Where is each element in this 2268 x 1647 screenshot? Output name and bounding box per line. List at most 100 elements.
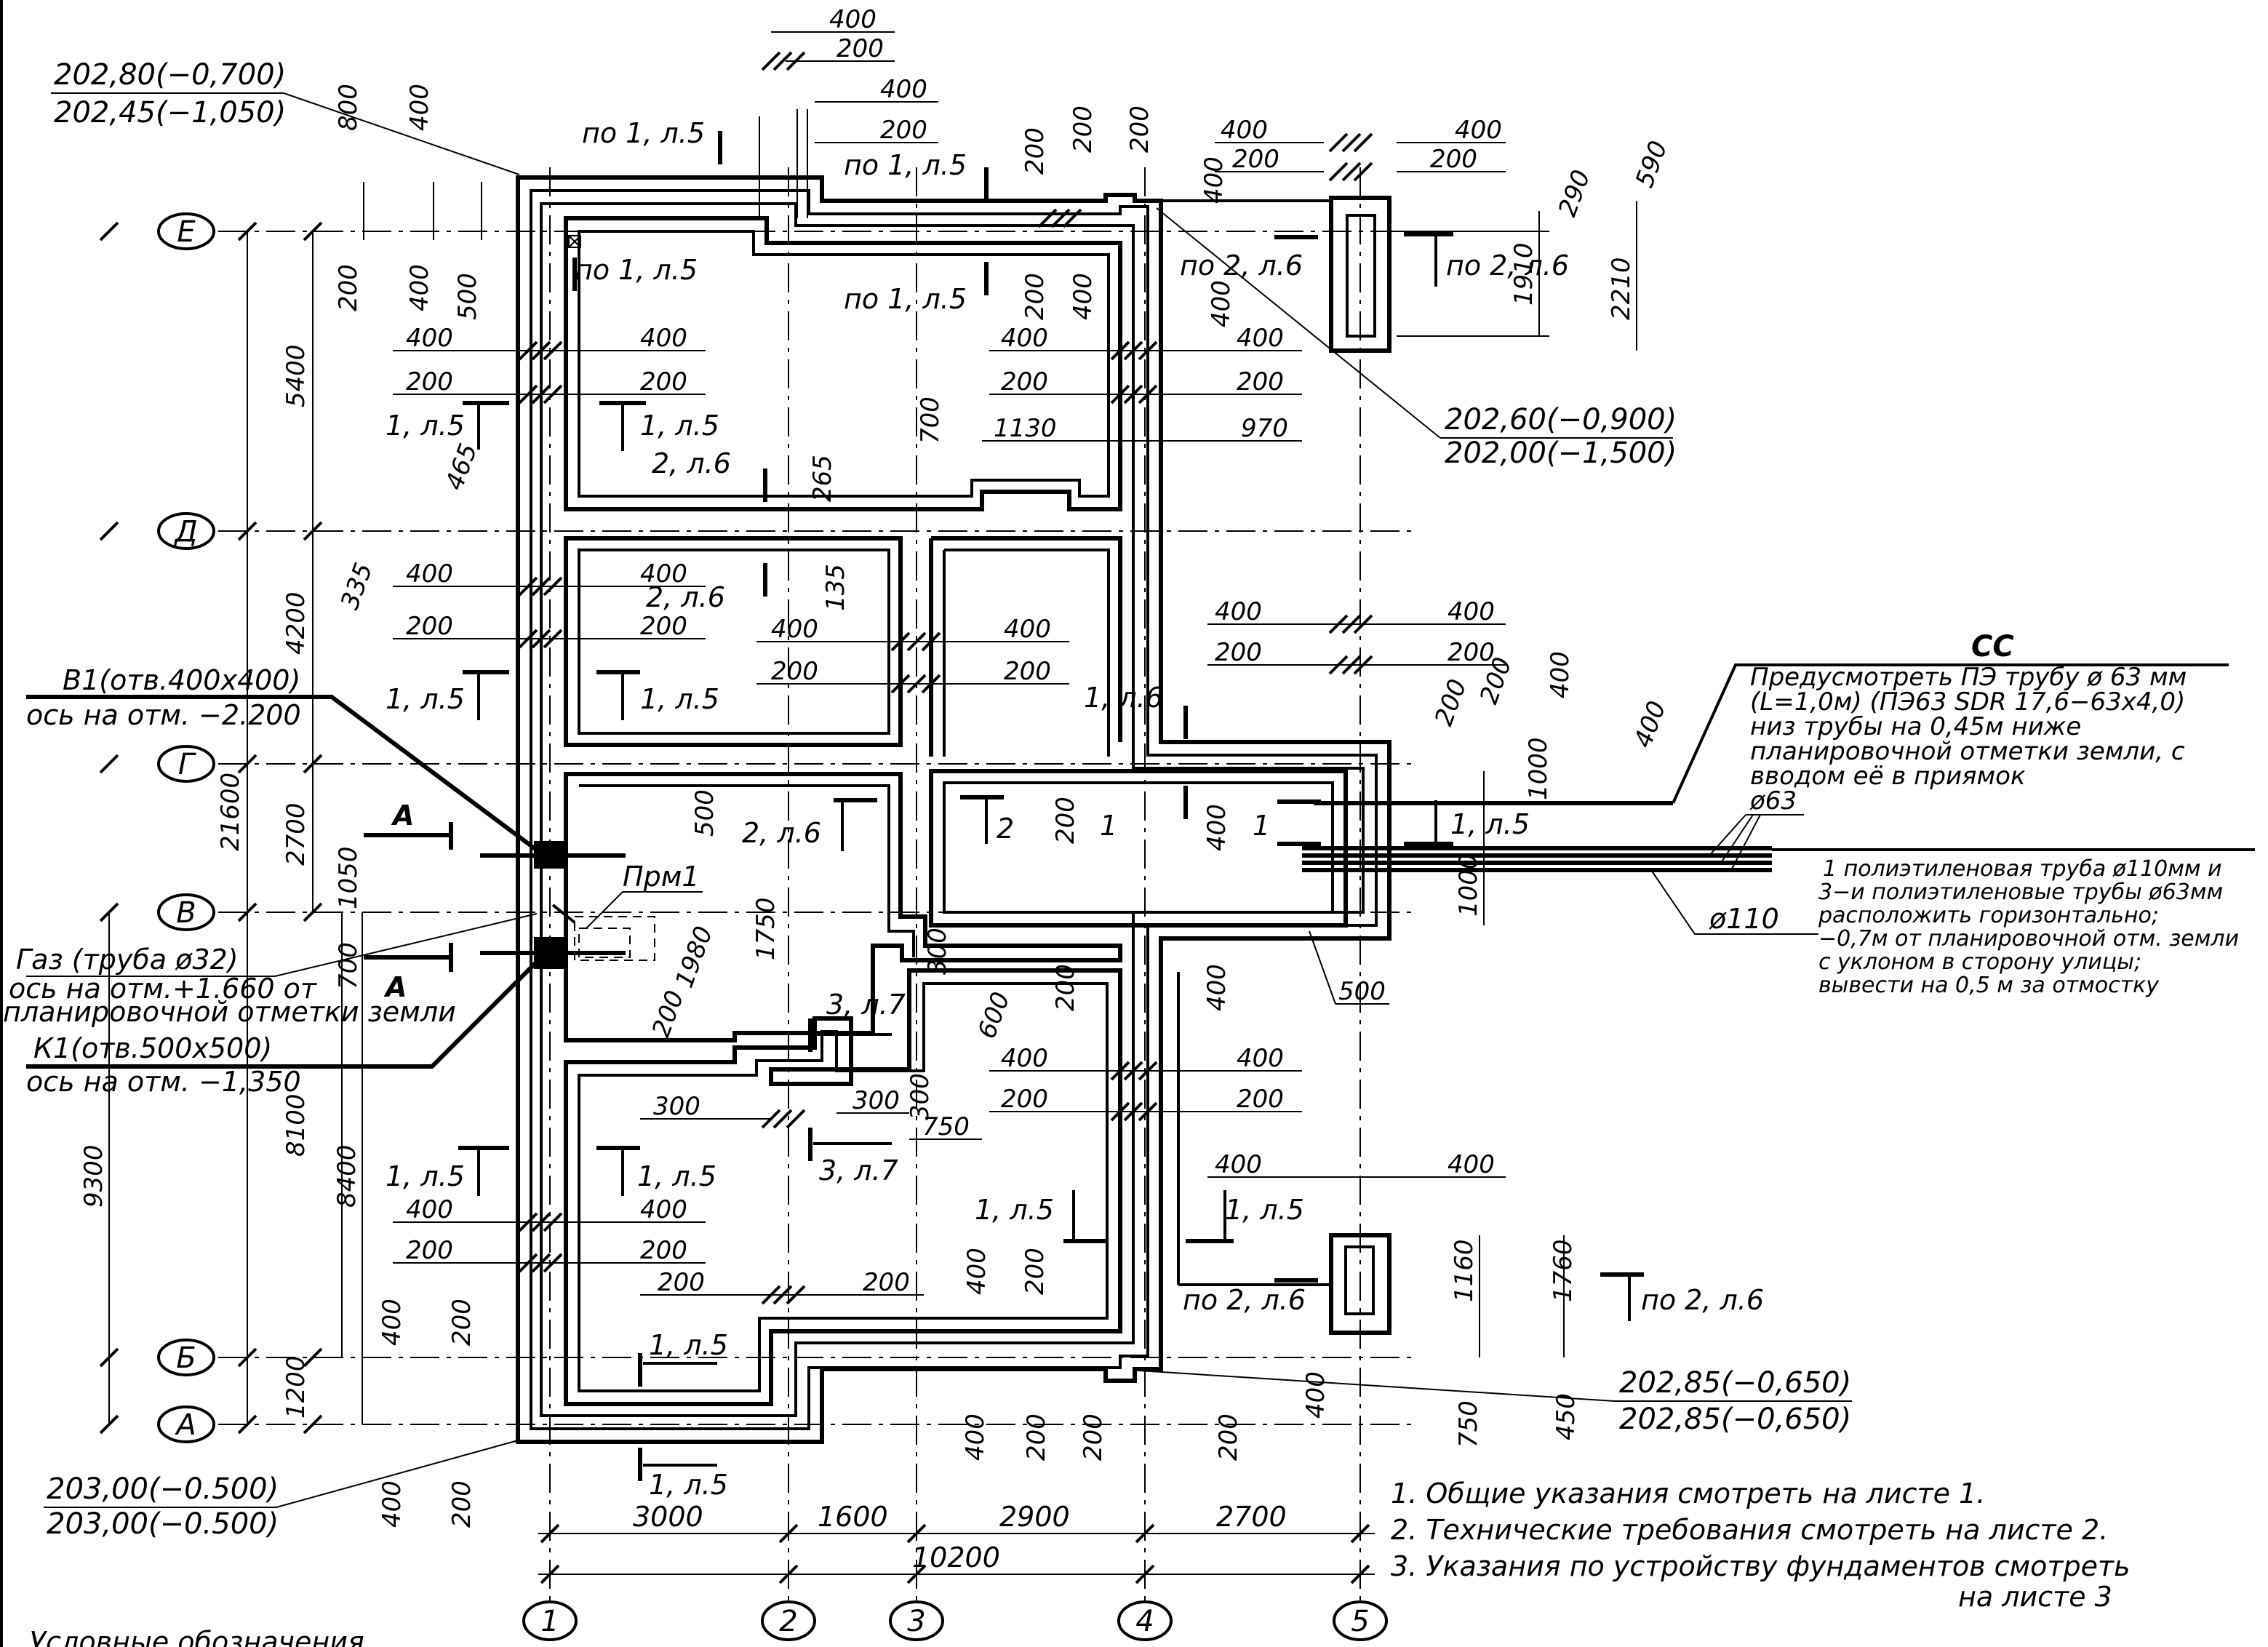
dim-300-r4: 300 [923,928,952,975]
dim-leader [1309,930,1336,1005]
axis-bubble-4 [1117,1600,1173,1641]
dim-200-top-right: 200 [1232,145,1279,174]
axis-bubble-2 [761,1600,816,1641]
note-2: 2. Технические требования смотреть на ли… [1391,1514,2108,1546]
foundation-outline [516,175,1391,1444]
pit-top-right-inner [1346,214,1376,338]
dimension-tick [786,1285,806,1305]
dimension-tick [99,521,119,541]
d63-leader-3 [1730,814,1761,871]
elev-top-right-leader [1156,207,1441,439]
dim-200-r1a: 200 [406,367,453,396]
dimension-tick [921,674,941,694]
sect-po2l6-c: по 2, л.6 [1183,1284,1306,1316]
prm1-dashed-inner [578,928,631,958]
dim-4200: 4200 [281,591,311,655]
dimension-tick [1341,655,1362,675]
dim-200-left-bottom-2: 200 [447,1480,476,1528]
dimension-tick [1353,614,1373,634]
dim-span-3: 2900 [999,1501,1070,1533]
dim-span-2: 1600 [818,1501,888,1533]
dimension-tick [1350,1523,1370,1544]
dimension-tick [518,340,538,361]
sect-1-label-b: 1 [1253,810,1270,842]
section-a-bottom-label: А [383,971,407,1003]
sect-1l5-a: 1, л.5 [386,410,465,442]
dim-2210: 2210 [1607,257,1636,320]
dim-200-top-col-2: 200 [880,116,927,145]
dim-400-r7a: 400 [961,1413,990,1461]
dim-8100: 8100 [281,1093,311,1157]
elev-top-left-1: 202,80(−0,700) [54,58,286,92]
elev-top-left-2: 202,45(−1,050) [54,96,286,129]
dim-2700: 2700 [281,802,311,866]
dim-290: 290 [1553,166,1597,220]
sect-1l5-j: 1, л.5 [649,1329,728,1361]
axis-label-A: А [174,1408,196,1442]
sect-2-label: 2 [997,813,1014,845]
dim-700: 700 [916,396,945,444]
dimension-tick [761,1285,781,1305]
dimension-tick [540,1564,560,1584]
cc-title: СС [1971,630,2014,663]
dim-200-d: 200 [1021,273,1050,320]
k1-axis: ось на отм. −1,350 [26,1066,301,1098]
footing-line-3 [540,202,1365,1417]
dimension-tick [543,1212,563,1232]
sect-2l6-a: 2, л.6 [652,447,731,479]
dimension-tick [1138,384,1158,404]
dim-400-r6a: 400 [1215,1150,1262,1179]
dim-400-r2d: 400 [1004,615,1051,644]
dim-400-left-top: 400 [405,264,434,311]
dim-200-r6f: 200 [863,1268,910,1297]
room-4-contour [929,769,1348,928]
axis-label-D: Д [173,515,197,549]
sect-3l7-b: 3, л.7 [819,1155,898,1187]
axis-bubble-5 [1333,1600,1388,1641]
dimension-tick [1328,132,1349,153]
axis-bubble-G [157,745,215,783]
elev-bottom-left-1: 203,00(−0.500) [47,1472,279,1506]
dimension-tick [1353,655,1373,675]
dim-135: 135 [821,564,850,611]
dim-600-r4: 600 [973,988,1016,1042]
dim-1050: 1050 [334,846,363,909]
room-5-inner [578,982,1109,1392]
room-2-inner [578,549,890,735]
note-3b: на листе 3 [1958,1581,2112,1613]
dimension-tick [518,384,538,404]
dim-970: 970 [1241,414,1288,443]
dim-200-r2b: 200 [640,612,687,641]
dim-400-top: 400 [405,84,434,131]
sect-po2l6-d: по 2, л.6 [1641,1284,1764,1316]
dim-200-r6e: 200 [658,1268,705,1297]
dim-400-r1b: 400 [640,324,687,353]
axis-label-E: Е [177,215,196,249]
dim-200-r4a: 200 [1051,797,1080,844]
axis-bubbles-letters: Е Д Г В Б А [157,212,215,1443]
note-3a: 3. Указания по устройству фундаментов см… [1391,1550,2131,1582]
dim-8400: 8400 [332,1144,362,1208]
dim-1980: 1980 [670,922,719,992]
dimension-tick [99,754,119,774]
dimension-tick [540,1523,560,1544]
dimension-tick [1123,384,1143,404]
dimension-tick [906,631,927,652]
room-5-contour [564,968,1122,1406]
axis-label-G: Г [178,748,196,781]
pipe-note-5: с уклоном в сторону улицы; [1818,949,2141,975]
room-1-contour [564,216,1122,511]
sect-po1l5-c: по 1, л.5 [575,254,698,286]
axis-bubble-B [157,1339,215,1376]
dimension-tick [237,221,257,242]
section-a-top-label: А [391,799,414,832]
sect-1l5-i: 1, л.5 [1225,1194,1304,1226]
dimension-tick [518,576,538,597]
pipe-note-1: 1 полиэтиленовая труба ø110мм и [1823,856,2222,882]
v1-leader [26,695,540,853]
sect-1l5-d: 1, л.5 [640,683,719,715]
dim-200-r2c: 200 [771,657,818,686]
dim-200-r2a: 200 [406,612,453,641]
dimension-tick [1135,1523,1155,1544]
dim-400-r1a: 400 [406,324,453,353]
